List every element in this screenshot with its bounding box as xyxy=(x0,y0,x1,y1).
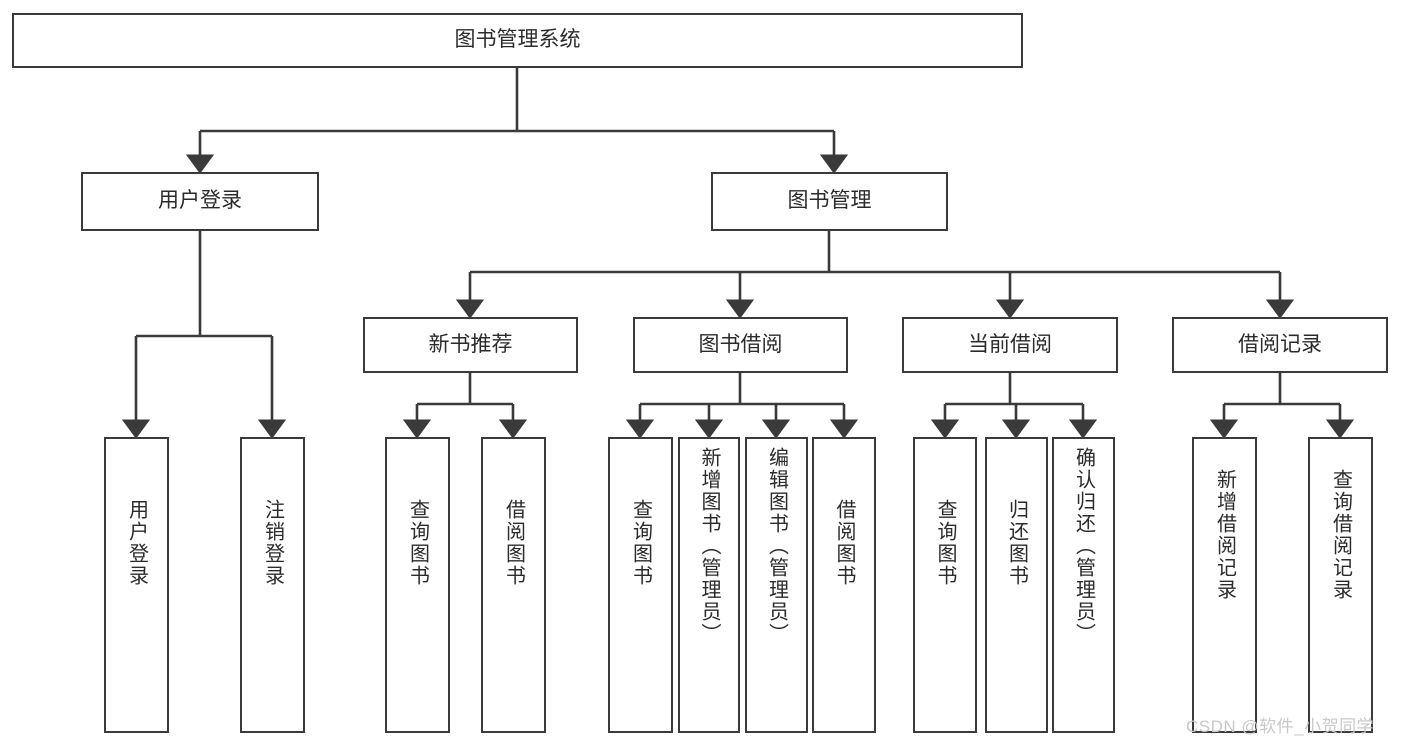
node-book-borrow-label: 图书借阅 xyxy=(698,332,783,356)
node-leaf-query-record[interactable]: 查询借阅记录 xyxy=(1308,437,1373,733)
node-current-borrow-label: 当前借阅 xyxy=(968,332,1052,356)
node-leaf-return-book[interactable]: 归还图书 xyxy=(985,437,1048,733)
node-leaf-user-login-label: 用户登录 xyxy=(125,499,148,587)
node-leaf-return-book-label: 归还图书 xyxy=(1005,499,1028,587)
node-book-manage[interactable]: 图书管理 xyxy=(711,172,948,231)
node-borrow-record[interactable]: 借阅记录 xyxy=(1172,317,1388,373)
node-book-manage-label: 图书管理 xyxy=(787,189,872,213)
node-borrow-record-label: 借阅记录 xyxy=(1238,332,1322,356)
node-current-borrow[interactable]: 当前借阅 xyxy=(902,317,1118,373)
node-leaf-query-book-1[interactable]: 查询图书 xyxy=(385,437,450,733)
node-leaf-logout[interactable]: 注销登录 xyxy=(240,437,305,733)
node-leaf-add-book[interactable]: 新增图书（管理员） xyxy=(678,437,740,733)
node-leaf-confirm-return-label: 确认归还（管理员） xyxy=(1072,447,1095,645)
node-leaf-confirm-return[interactable]: 确认归还（管理员） xyxy=(1052,437,1115,733)
node-leaf-query-book-2-label: 查询图书 xyxy=(629,499,652,587)
node-leaf-add-record[interactable]: 新增借阅记录 xyxy=(1192,437,1257,733)
node-leaf-query-book-3-label: 查询图书 xyxy=(934,499,956,587)
node-new-book-rec-label: 新书推荐 xyxy=(428,332,513,356)
node-leaf-borrow-book-2-label: 借阅图书 xyxy=(833,499,855,587)
node-leaf-edit-book[interactable]: 编辑图书（管理员） xyxy=(745,437,808,733)
node-book-borrow[interactable]: 图书借阅 xyxy=(633,317,848,373)
node-leaf-add-record-label: 新增借阅记录 xyxy=(1213,469,1236,601)
node-leaf-query-record-label: 查询借阅记录 xyxy=(1329,469,1352,601)
node-leaf-query-book-2[interactable]: 查询图书 xyxy=(608,437,673,733)
node-leaf-borrow-book-2[interactable]: 借阅图书 xyxy=(812,437,876,733)
node-leaf-logout-label: 注销登录 xyxy=(261,499,284,587)
node-new-book-rec[interactable]: 新书推荐 xyxy=(363,317,578,373)
node-user-login[interactable]: 用户登录 xyxy=(81,172,319,231)
node-root-label: 图书管理系统 xyxy=(454,28,581,52)
node-leaf-user-login[interactable]: 用户登录 xyxy=(104,437,169,733)
node-user-login-label: 用户登录 xyxy=(158,189,242,213)
node-root[interactable]: 图书管理系统 xyxy=(12,13,1023,68)
node-leaf-borrow-book-1-label: 借阅图书 xyxy=(502,499,525,587)
node-leaf-query-book-3[interactable]: 查询图书 xyxy=(913,437,977,733)
node-leaf-query-book-1-label: 查询图书 xyxy=(406,499,429,587)
node-leaf-borrow-book-1[interactable]: 借阅图书 xyxy=(481,437,546,733)
watermark-text: CSDN @软件_小贺同学 xyxy=(1186,717,1375,736)
node-leaf-edit-book-label: 编辑图书（管理员） xyxy=(765,447,788,645)
node-leaf-add-book-label: 新增图书（管理员） xyxy=(698,447,720,645)
